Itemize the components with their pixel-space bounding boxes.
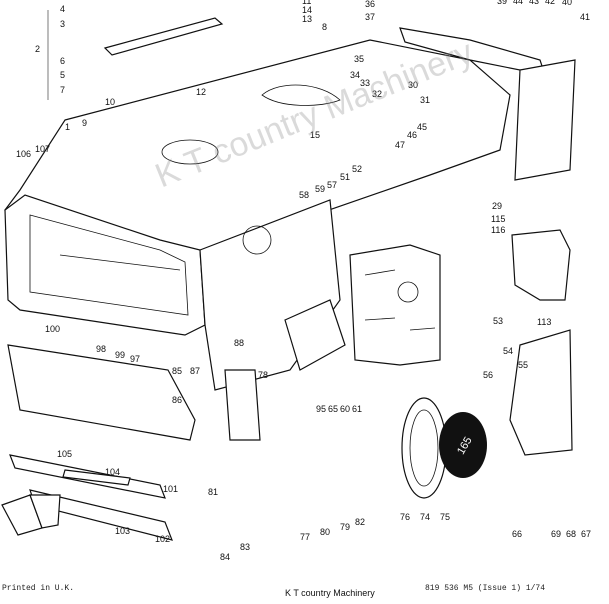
cover-113 — [511, 229, 571, 301]
part-label-32: 32 — [372, 89, 382, 99]
part-label-113: 113 — [537, 317, 551, 327]
part-label-46: 46 — [407, 130, 417, 140]
part-label-60: 60 — [340, 404, 350, 414]
part-label-87: 87 — [190, 366, 200, 376]
part-label-67: 67 — [581, 529, 591, 539]
part-label-100: 100 — [45, 324, 60, 334]
part-label-37: 37 — [365, 12, 375, 22]
part-label-102: 102 — [155, 534, 170, 544]
part-label-34: 34 — [350, 70, 360, 80]
part-label-98: 98 — [96, 344, 106, 354]
part-label-101: 101 — [163, 484, 178, 494]
bracket-95 — [284, 299, 346, 371]
part-label-78: 78 — [258, 370, 268, 380]
part-label-11: 11 — [302, 0, 311, 6]
part-label-116: 116 — [491, 225, 505, 235]
part-label-2: 2 — [35, 44, 40, 54]
part-label-79: 79 — [340, 522, 350, 532]
side-cover-66 — [509, 329, 573, 456]
footer-printed: Printed in U.K. — [2, 584, 75, 593]
top-bracket-strip — [103, 17, 224, 56]
part-label-77: 77 — [300, 532, 310, 542]
part-label-86: 86 — [172, 395, 182, 405]
part-label-106: 106 — [16, 149, 31, 159]
part-label-59: 59 — [315, 184, 325, 194]
part-label-95: 95 — [316, 404, 326, 414]
part-label-88: 88 — [234, 338, 244, 348]
part-label-81: 81 — [208, 487, 218, 497]
part-label-66: 66 — [512, 529, 522, 539]
badge-103-b — [29, 494, 61, 529]
part-label-1: 1 — [65, 122, 70, 132]
part-label-8: 8 — [322, 22, 327, 32]
part-label-65: 65 — [328, 404, 338, 414]
part-label-39: 39 — [497, 0, 507, 6]
part-label-58: 58 — [299, 190, 309, 200]
part-label-10: 10 — [105, 97, 115, 107]
part-label-30: 30 — [408, 80, 418, 90]
part-label-40: 40 — [562, 0, 572, 7]
part-label-103: 103 — [115, 526, 130, 536]
part-label-31: 31 — [420, 95, 430, 105]
part-label-6: 6 — [60, 56, 65, 66]
part-label-14: 14 — [302, 5, 312, 15]
part-label-56: 56 — [483, 370, 493, 380]
rear-panel — [514, 59, 576, 181]
bracket-78 — [224, 369, 261, 441]
part-label-42: 42 — [545, 0, 555, 6]
badge-75 — [439, 412, 487, 478]
part-label-55: 55 — [518, 360, 528, 370]
part-label-47: 47 — [395, 140, 405, 150]
part-label-84: 84 — [220, 552, 230, 562]
part-label-36: 36 — [365, 0, 375, 9]
part-label-74: 74 — [420, 512, 430, 522]
part-label-105: 105 — [57, 449, 72, 459]
part-label-57: 57 — [327, 180, 337, 190]
strip-104 — [62, 469, 131, 486]
part-label-69: 69 — [551, 529, 561, 539]
part-label-35: 35 — [354, 54, 364, 64]
part-label-43: 43 — [529, 0, 539, 6]
part-label-76: 76 — [400, 512, 410, 522]
part-label-41: 41 — [580, 12, 590, 22]
part-label-80: 80 — [320, 527, 330, 537]
part-label-52: 52 — [352, 164, 362, 174]
footer-part-ref: 819 536 M5 (Issue 1) 1/74 — [425, 584, 546, 593]
part-label-107: 107 — [35, 144, 50, 154]
part-label-13: 13 — [302, 14, 312, 24]
part-number-labels: 1234567891011121314152930313233343536373… — [16, 0, 591, 562]
part-label-15: 15 — [310, 130, 320, 140]
panel-100 — [7, 344, 196, 441]
part-label-97: 97 — [130, 354, 140, 364]
part-label-61: 61 — [352, 404, 362, 414]
footer-center-credit: K T country Machinery — [285, 588, 375, 598]
part-label-83: 83 — [240, 542, 250, 552]
part-label-45: 45 — [417, 122, 427, 132]
part-label-115: 115 — [491, 214, 505, 224]
part-label-54: 54 — [503, 346, 513, 356]
part-label-82: 82 — [355, 517, 365, 527]
mounting-plate — [349, 244, 441, 366]
part-label-104: 104 — [105, 467, 120, 477]
part-label-12: 12 — [196, 87, 206, 97]
part-label-99: 99 — [115, 350, 125, 360]
part-label-29: 29 — [492, 201, 502, 211]
part-label-75: 75 — [440, 512, 450, 522]
part-label-51: 51 — [340, 172, 350, 182]
part-label-3: 3 — [60, 19, 65, 29]
part-label-68: 68 — [566, 529, 576, 539]
part-label-33: 33 — [360, 78, 370, 88]
part-label-5: 5 — [60, 70, 65, 80]
part-label-85: 85 — [172, 366, 182, 376]
part-label-9: 9 — [82, 118, 87, 128]
part-label-53: 53 — [493, 316, 503, 326]
part-label-4: 4 — [60, 4, 65, 14]
part-label-44: 44 — [513, 0, 523, 6]
part-label-7: 7 — [60, 85, 65, 95]
